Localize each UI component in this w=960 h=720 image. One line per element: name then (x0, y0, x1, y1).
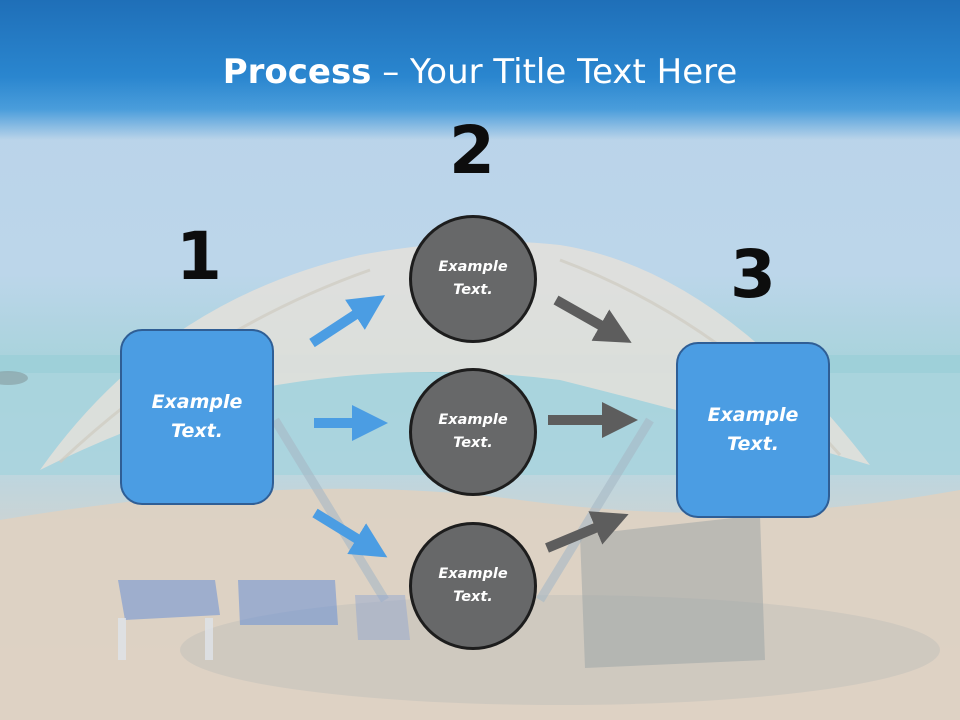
slide-title: Process – Your Title Text Here (0, 52, 960, 92)
step-2-circle-bottom[interactable]: Example Text. (409, 522, 537, 650)
circle-middle-line1: Example (438, 412, 508, 428)
step-3-box-line2: Text. (727, 433, 779, 455)
step-1-box-line1: Example (151, 391, 243, 413)
arrow-from-circle-bottom (545, 511, 629, 553)
circle-bottom-line2: Text. (453, 589, 493, 605)
arrow-from-circle-top (553, 295, 632, 343)
step-2-circle-top[interactable]: Example Text. (409, 215, 537, 343)
arrow-to-circle-bottom (312, 508, 388, 558)
circle-top-line1: Example (438, 259, 508, 275)
circle-top-line2: Text. (453, 282, 493, 298)
step-number-2: 2 (449, 112, 495, 189)
circle-bottom-line1: Example (438, 566, 508, 582)
title-rest: – Your Title Text Here (371, 52, 738, 92)
header-band (0, 0, 960, 140)
step-2-circle-middle[interactable]: Example Text. (409, 368, 537, 496)
step-1-box-line2: Text. (171, 420, 223, 442)
step-number-1: 1 (176, 218, 222, 295)
circle-middle-line2: Text. (453, 435, 493, 451)
step-1-box[interactable]: Example Text. (120, 329, 274, 505)
step-3-box-line1: Example (707, 404, 799, 426)
step-number-3: 3 (730, 236, 776, 313)
step-3-box[interactable]: Example Text. (676, 342, 830, 518)
arrow-to-circle-top (309, 295, 386, 348)
title-bold: Process (222, 52, 372, 92)
